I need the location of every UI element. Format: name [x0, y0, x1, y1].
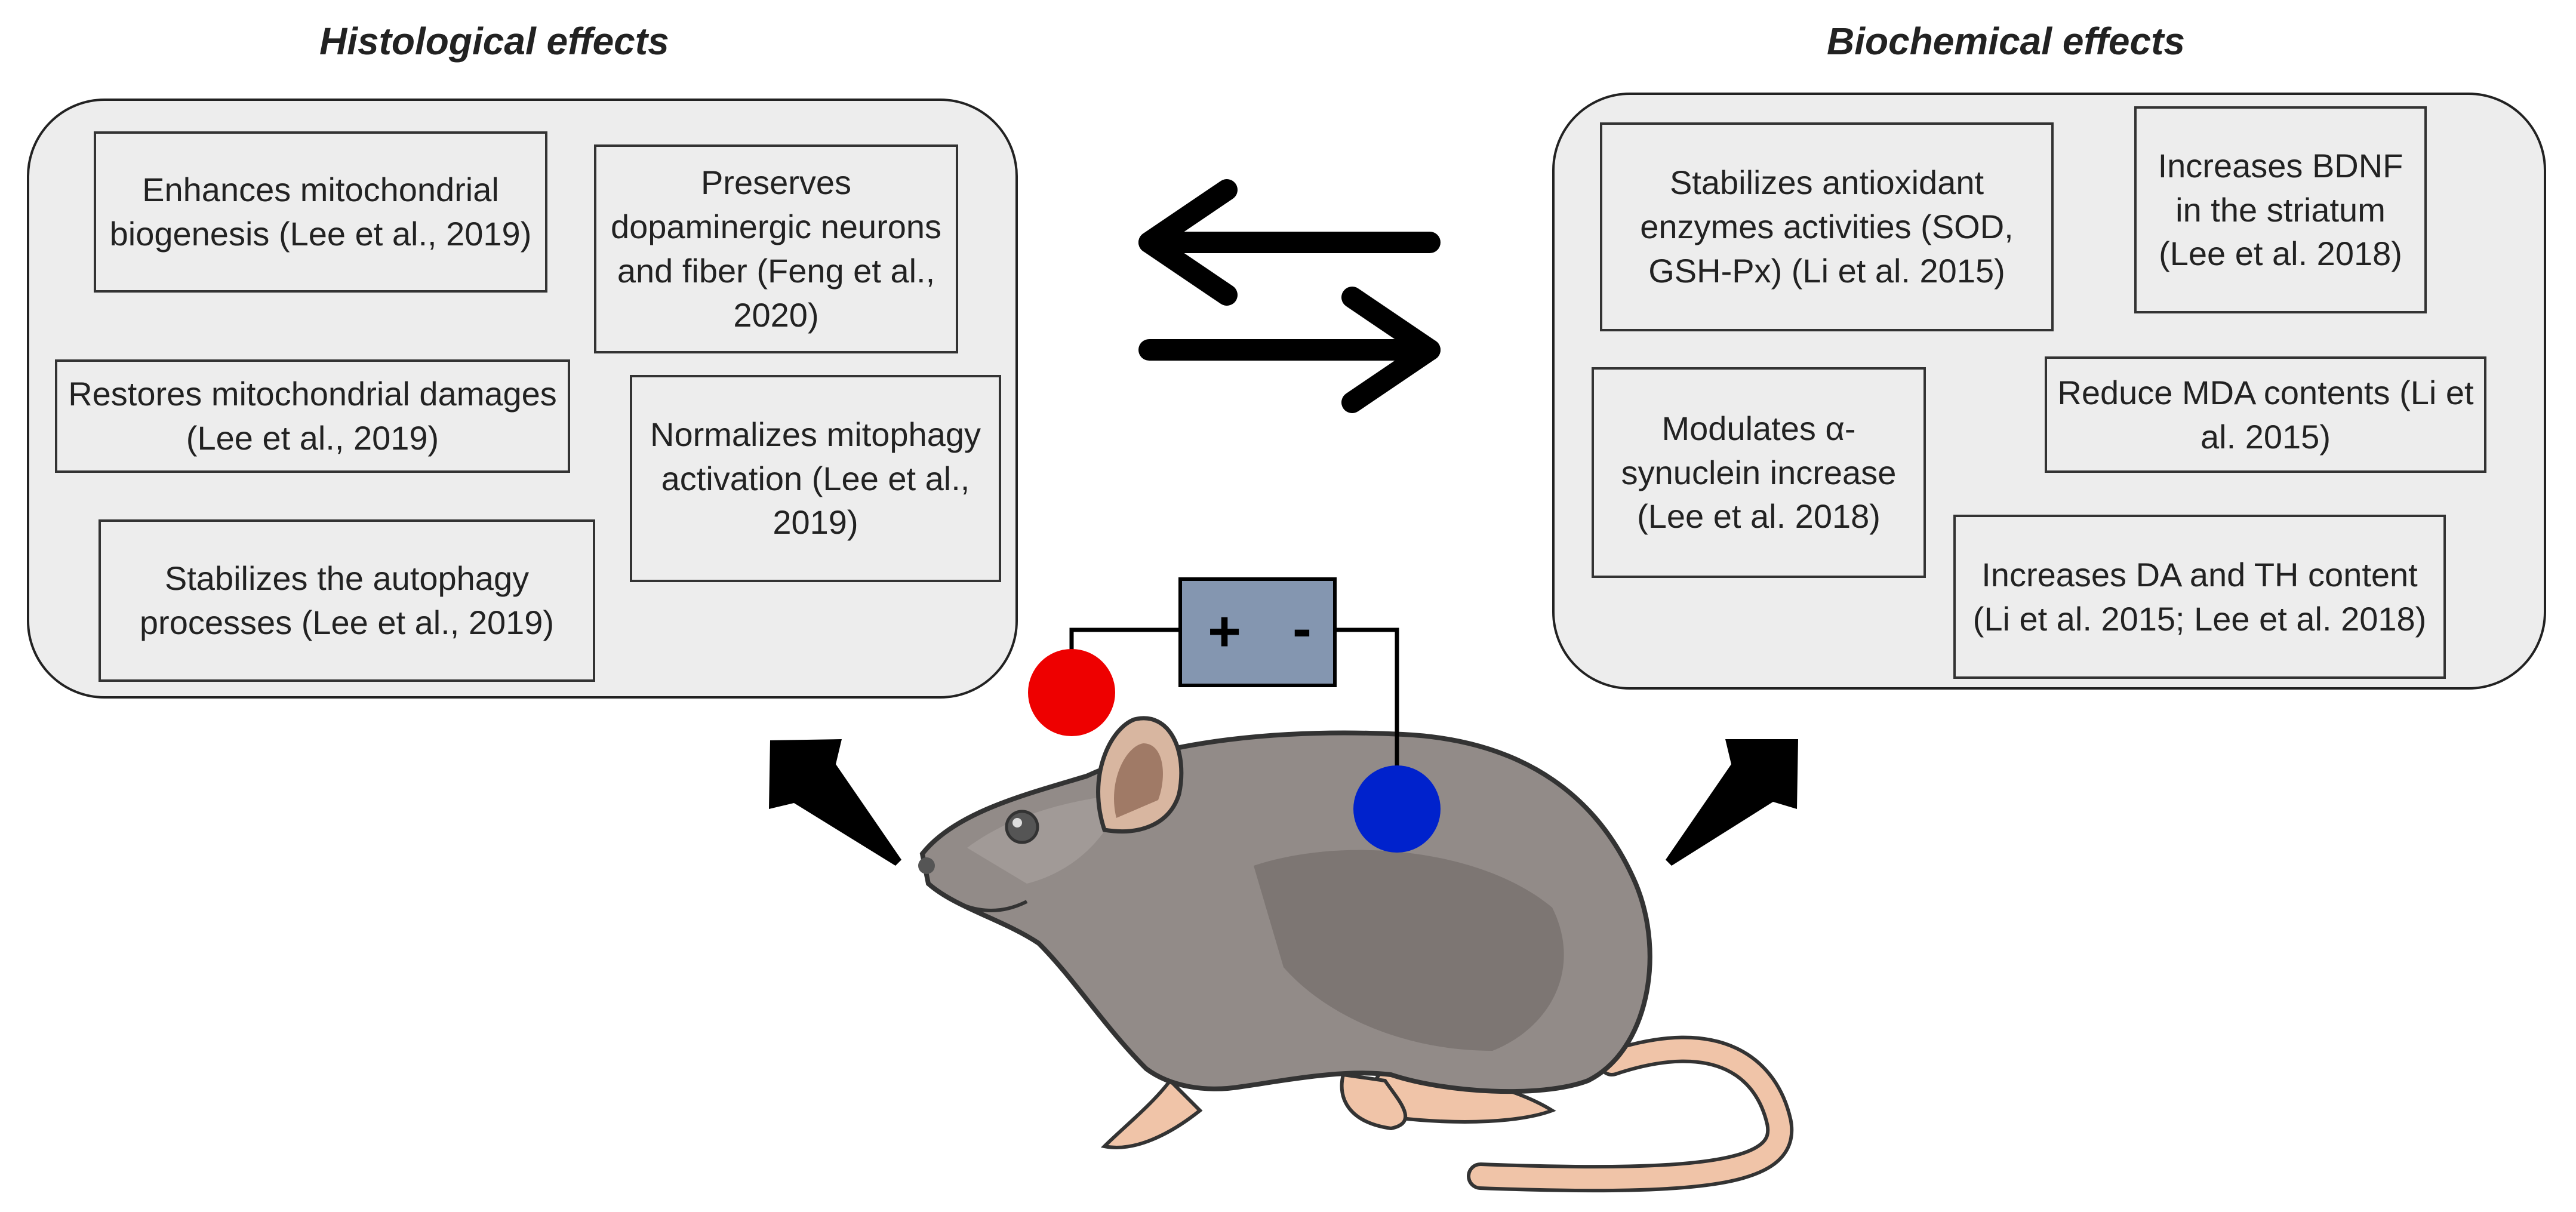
rat-illustration	[918, 716, 1794, 1193]
histological-item-mitophagy: Normalizes mitophagy activation (Lee et …	[630, 375, 1001, 582]
right-arrow-icon	[1138, 287, 1441, 413]
battery-plus-label: +	[1208, 599, 1241, 663]
histological-item-autophagy: Stabilizes the autophagy processes (Lee …	[99, 519, 595, 682]
biochemical-item-da-th: Increases DA and TH content (Li et al. 2…	[1953, 515, 2446, 679]
histological-item-mitochondrial-damages: Restores mitochondrial damages (Lee et a…	[55, 359, 570, 473]
histological-item-dopaminergic-neurons: Preserves dopaminergic neurons and fiber…	[594, 144, 958, 353]
biochemical-heading: Biochemical effects	[1827, 20, 2185, 63]
biochemical-item-antioxidant-enzymes: Stabilizes antioxidant enzymes activitie…	[1600, 122, 2054, 331]
left-arrow-icon	[1138, 179, 1441, 306]
biochemical-item-alpha-synuclein: Modulates α-synuclein increase (Lee et a…	[1592, 367, 1926, 578]
biochemical-item-bdnf: Increases BDNF in the striatum (Lee et a…	[2134, 106, 2427, 313]
histological-item-mitochondrial-biogenesis: Enhances mitochondrial biogenesis (Lee e…	[94, 131, 547, 293]
anode-electrode	[1028, 649, 1115, 736]
histological-heading: Histological effects	[319, 20, 669, 63]
up-left-arrow-icon	[769, 739, 901, 866]
rat-eye	[1005, 810, 1039, 844]
histological-panel	[27, 99, 1018, 699]
battery	[1178, 577, 1337, 687]
tdcs-circuit: + -	[1028, 577, 1441, 853]
battery-minus-label: -	[1292, 596, 1312, 660]
up-right-arrow-icon	[1666, 739, 1798, 866]
cathode-wire	[1335, 627, 1399, 770]
rat-front-foot	[1100, 1078, 1203, 1149]
bidirectional-arrows	[1138, 179, 1441, 413]
biochemical-item-mda: Reduce MDA contents (Li et al. 2015)	[2045, 356, 2486, 473]
cathode-electrode	[1353, 765, 1441, 853]
biochemical-panel	[1552, 93, 2546, 690]
